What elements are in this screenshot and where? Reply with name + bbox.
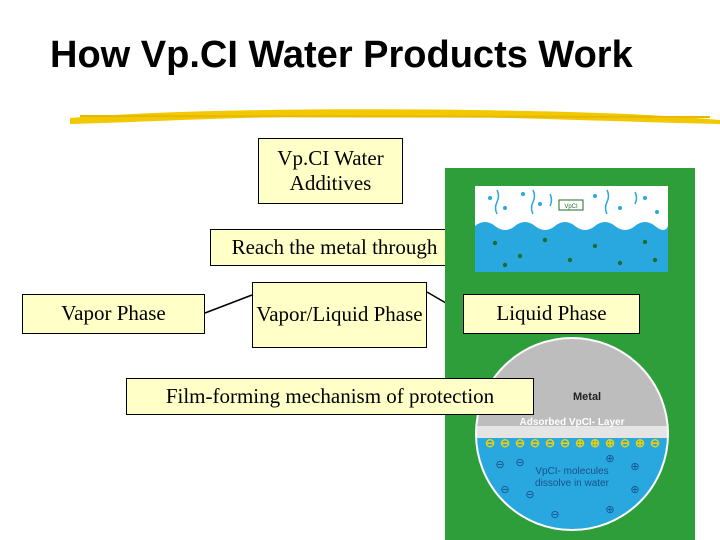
top-tag-text: VpCI [564,204,578,210]
reach-box: Reach the metal through [210,229,459,266]
svg-text:⊖: ⊖ [485,436,495,450]
svg-text:⊕: ⊕ [605,504,614,516]
svg-text:⊕: ⊕ [630,484,639,496]
vapor-phase-text: Vapor Phase [61,301,166,326]
svg-text:⊖: ⊖ [515,457,524,469]
additives-text: Vp.CI Water Additives [277,145,384,195]
vpci-illustration: VpCI Metal Adsorbed VpCI- Layer ⊖⊖⊖ ⊖⊖⊖ … [445,168,695,540]
svg-text:⊖: ⊖ [545,436,555,450]
svg-text:⊕: ⊕ [605,453,614,465]
svg-text:⊖: ⊖ [500,436,510,450]
vapor-liquid-phase-text: Vapor/Liquid Phase [256,302,423,327]
svg-text:⊖: ⊖ [620,436,630,450]
svg-text:⊖: ⊖ [525,489,534,501]
adsorbed-label: Adsorbed VpCI- Layer [519,417,624,428]
vapor-liquid-phase-box: Vapor/Liquid Phase [252,282,427,348]
svg-text:⊖: ⊖ [515,436,525,450]
svg-text:⊖: ⊖ [550,509,559,521]
svg-text:⊕: ⊕ [605,436,615,450]
svg-text:⊕: ⊕ [635,436,645,450]
reach-text: Reach the metal through [231,234,438,259]
svg-text:⊖: ⊖ [560,436,570,450]
film-forming-text: Film-forming mechanism of protection [165,383,495,408]
liquid-phase-text: Liquid Phase [496,301,607,326]
svg-text:⊖: ⊖ [650,436,660,450]
molecules-label-line2: dissolve in water [535,478,610,489]
svg-text:⊕: ⊕ [630,461,639,473]
svg-text:⊖: ⊖ [530,436,540,450]
metal-label: Metal [573,391,601,403]
molecules-label-line1: VpCI- molecules [535,466,608,477]
svg-text:⊖: ⊖ [500,484,509,496]
svg-text:⊖: ⊖ [495,459,504,471]
svg-text:⊕: ⊕ [575,436,585,450]
liquid-phase-box: Liquid Phase [463,294,640,334]
film-forming-box: Film-forming mechanism of protection [126,378,534,415]
title-underline [70,109,720,124]
additives-box: Vp.CI Water Additives [258,138,403,204]
slide-title: How Vp.CI Water Products Work [50,34,633,76]
vapor-phase-box: Vapor Phase [22,294,205,334]
svg-text:⊕: ⊕ [590,436,600,450]
